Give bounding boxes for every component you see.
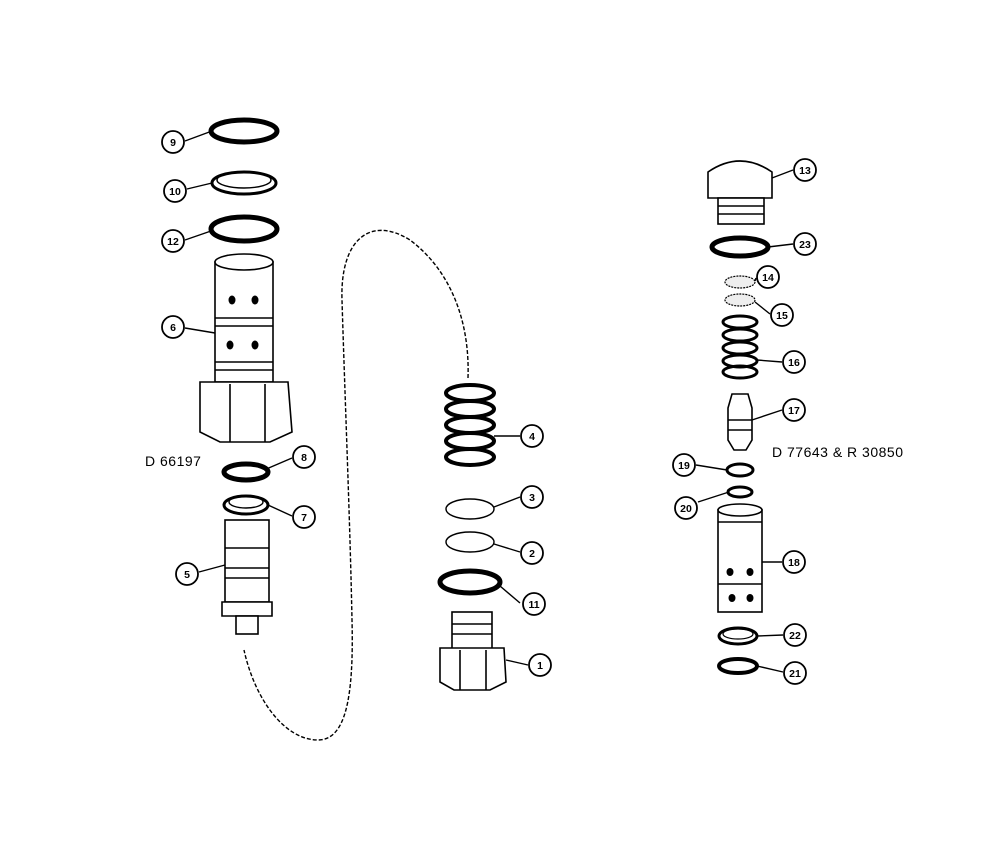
ring-19: [725, 462, 755, 478]
o-ring-12: [208, 214, 280, 244]
callout-2: 2: [520, 541, 544, 565]
backup-ring-22: [717, 626, 759, 646]
plug-1: [439, 611, 507, 691]
svg-text:4: 4: [529, 431, 535, 443]
callout-7: 7: [292, 505, 316, 529]
valve-body-6: [199, 253, 293, 443]
cap-13: [707, 160, 773, 225]
o-ring-21: [717, 657, 759, 675]
leader-lines: [184, 130, 794, 673]
callout-17: 17: [782, 398, 806, 422]
callout-6: 6: [161, 315, 185, 339]
callout-15: 15: [770, 303, 794, 327]
callout-4: 4: [520, 424, 544, 448]
svg-text:21: 21: [789, 668, 801, 680]
spring-4: [444, 383, 496, 467]
shim-2: [445, 531, 495, 553]
svg-text:10: 10: [169, 186, 181, 198]
o-ring-8: [221, 461, 271, 483]
backup-ring-7: [222, 494, 270, 516]
svg-text:23: 23: [799, 239, 811, 251]
svg-text:13: 13: [799, 165, 811, 177]
group-line-upper: [243, 229, 469, 741]
svg-text:3: 3: [529, 492, 535, 504]
callout-20: 20: [674, 496, 698, 520]
disc-14: [724, 275, 756, 289]
callout-22: 22: [783, 623, 807, 647]
svg-text:2: 2: [529, 548, 535, 560]
callout-14: 14: [756, 265, 780, 289]
svg-text:22: 22: [789, 630, 801, 642]
sleeve-18: [717, 503, 763, 613]
callout-19: 19: [672, 453, 696, 477]
callout-9: 9: [161, 130, 185, 154]
svg-text:14: 14: [762, 272, 774, 284]
callout-5: 5: [175, 562, 199, 586]
callout-1: 1: [528, 653, 552, 677]
poppet-5: [221, 519, 273, 635]
callout-8: 8: [292, 445, 316, 469]
svg-text:12: 12: [167, 236, 179, 248]
o-ring-23: [709, 235, 771, 259]
svg-text:6: 6: [170, 322, 176, 334]
o-ring-9: [208, 117, 280, 145]
svg-text:17: 17: [788, 405, 800, 417]
svg-text:9: 9: [170, 137, 176, 149]
svg-text:8: 8: [301, 452, 307, 464]
svg-text:5: 5: [184, 569, 190, 581]
svg-text:1: 1: [537, 660, 543, 672]
callout-11: 11: [522, 592, 546, 616]
svg-text:15: 15: [776, 310, 788, 322]
backup-ring-10: [210, 170, 278, 196]
spring-16: [721, 314, 759, 380]
callout-21: 21: [783, 661, 807, 685]
svg-text:19: 19: [678, 460, 690, 472]
svg-text:11: 11: [528, 599, 539, 611]
svg-text:18: 18: [788, 557, 800, 569]
caption-left: D 66197: [145, 453, 201, 469]
callout-12: 12: [161, 229, 185, 253]
disc-15: [724, 293, 756, 307]
callout-13: 13: [793, 158, 817, 182]
callout-3: 3: [520, 485, 544, 509]
svg-text:16: 16: [788, 357, 800, 369]
svg-text:20: 20: [680, 503, 692, 515]
caption-right: D 77643 & R 30850: [772, 444, 903, 460]
shim-3: [445, 498, 495, 520]
poppet-17: [727, 393, 753, 451]
o-ring-20: [726, 485, 754, 499]
callout-16: 16: [782, 350, 806, 374]
callout-18: 18: [782, 550, 806, 574]
callout-23: 23: [793, 232, 817, 256]
o-ring-11: [437, 568, 503, 596]
callout-10: 10: [163, 179, 187, 203]
svg-text:7: 7: [301, 512, 307, 524]
